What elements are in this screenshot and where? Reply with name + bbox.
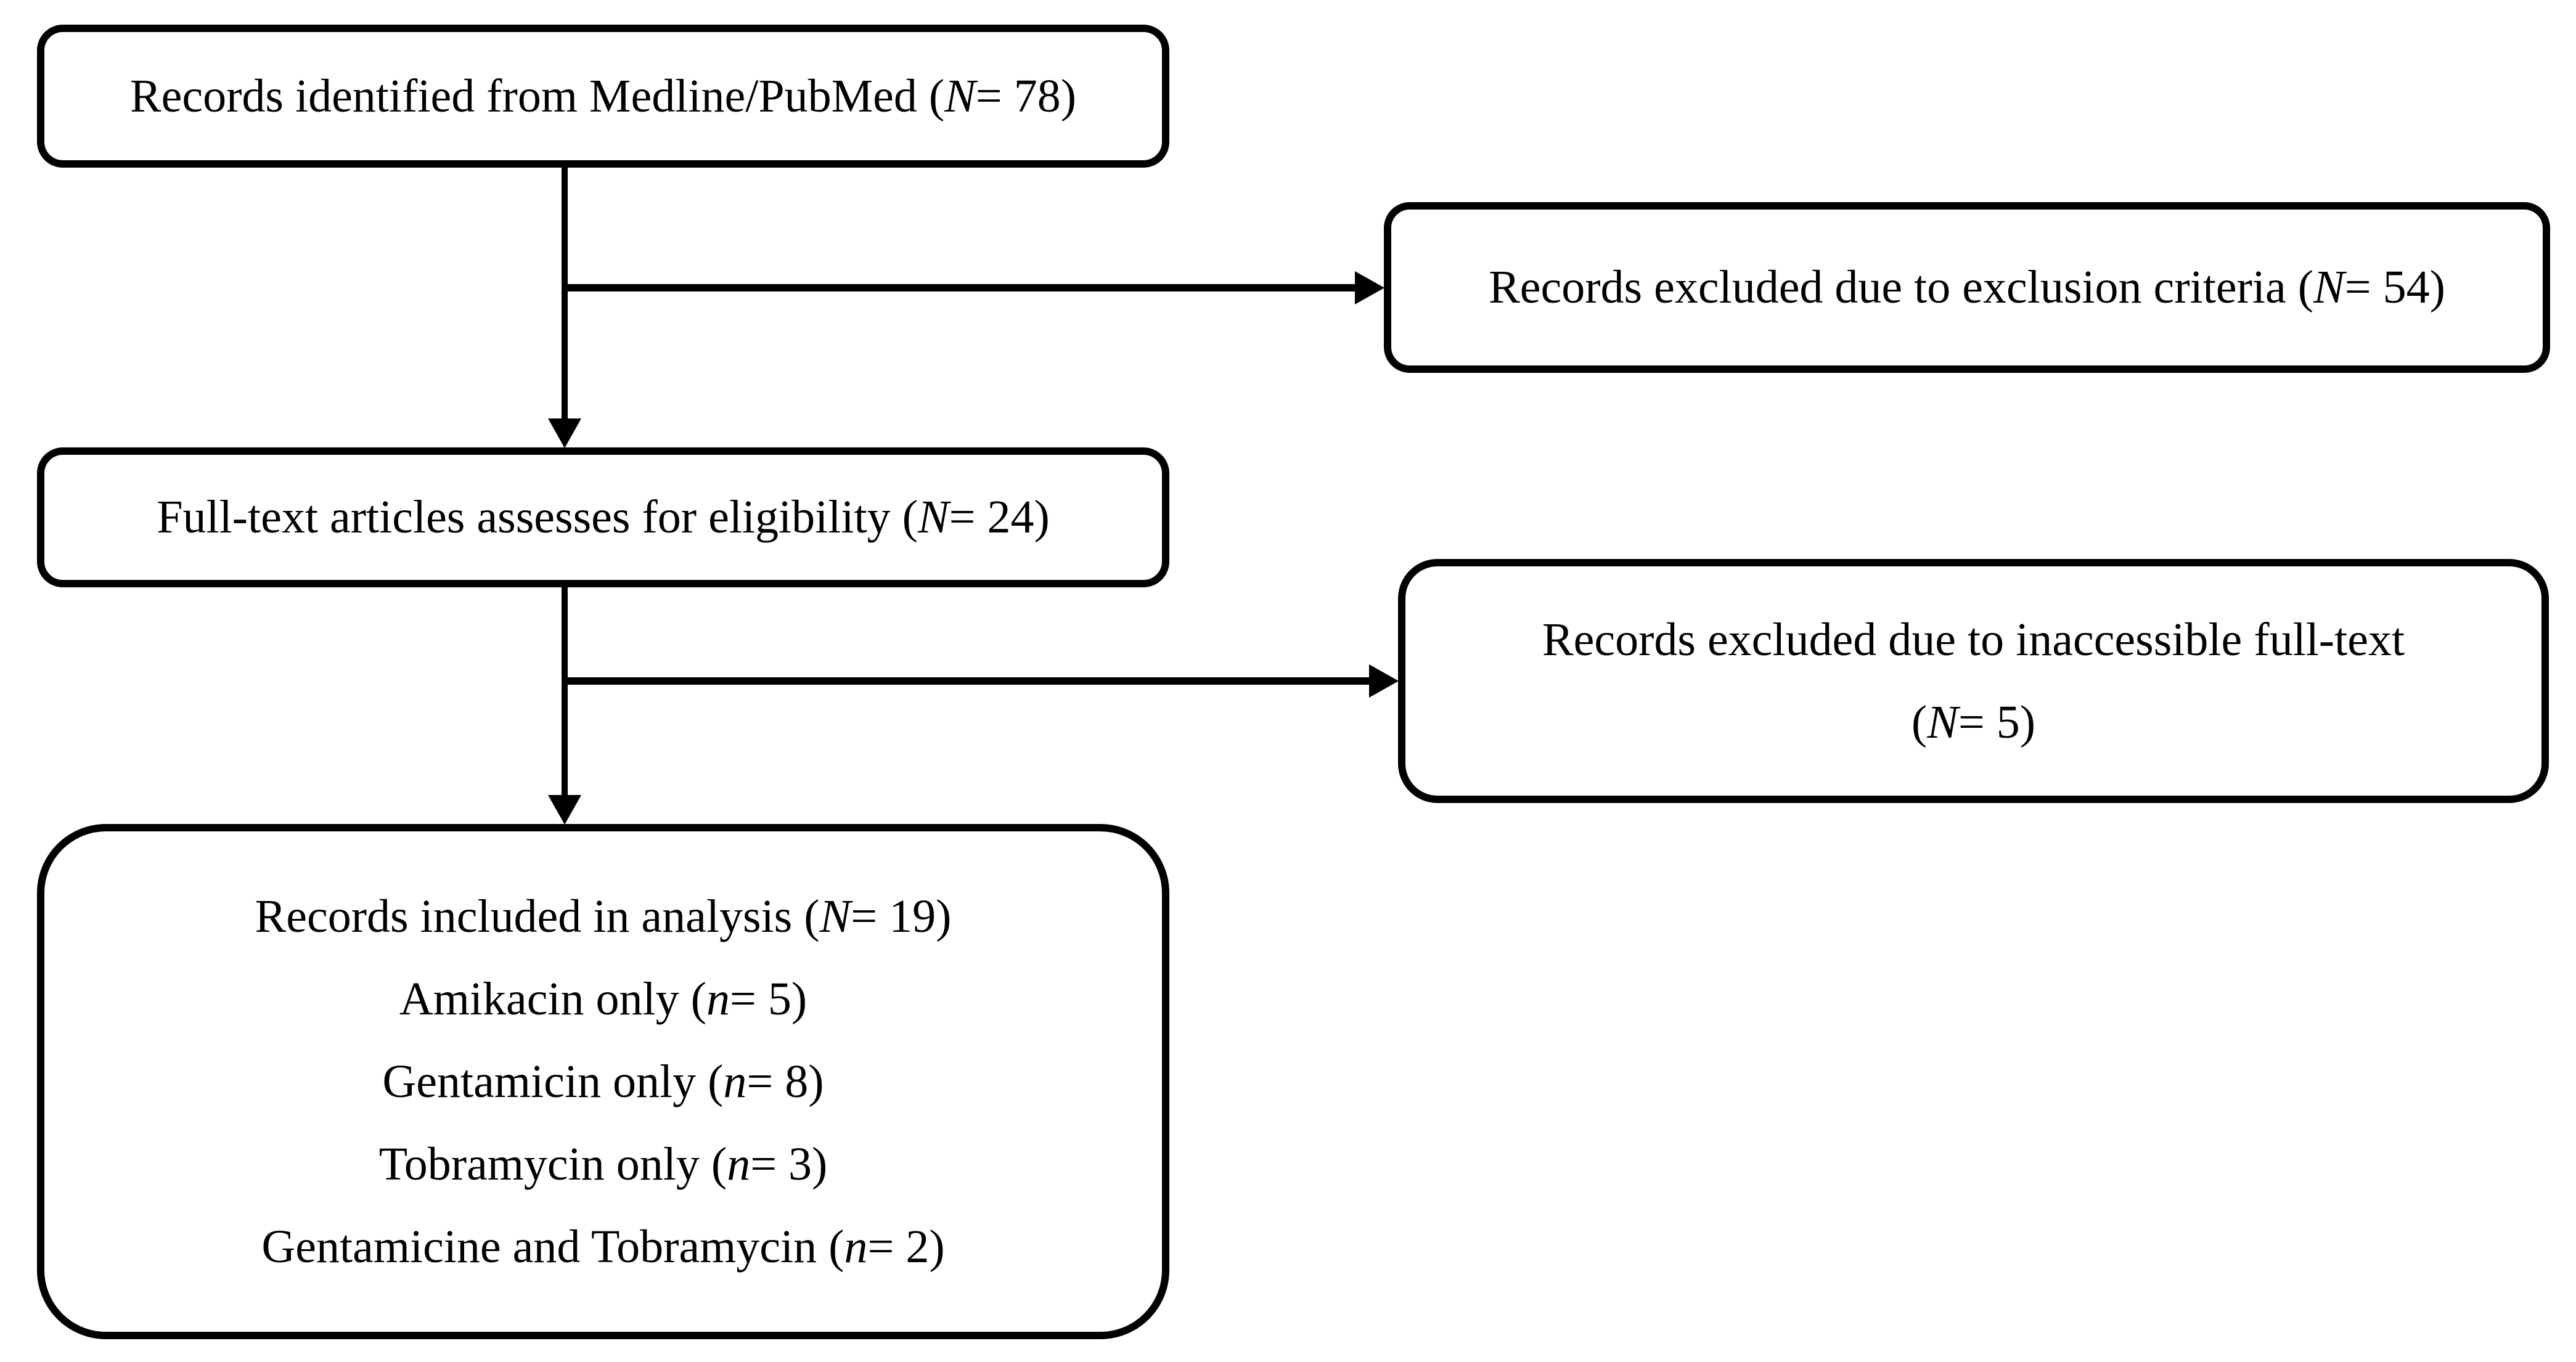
included-line-gentamicin-tobramycin: Gentamicine and Tobramycin (n = 2): [261, 1205, 944, 1288]
box-records-included-analysis: Records included in analysis (N = 19) Am…: [37, 824, 1169, 1339]
box-records-excluded-fulltext: Records excluded due to inaccessible ful…: [1398, 559, 2549, 803]
arrowhead-right-icon: [1355, 271, 1384, 304]
text-variable: n: [727, 1138, 751, 1190]
text-suffix: = 24): [949, 491, 1050, 543]
text-variable: N: [917, 491, 949, 543]
text-suffix: = 19): [851, 890, 952, 942]
text-variable: N: [944, 70, 976, 122]
connector-fulltext-to-included: [562, 587, 568, 797]
text-variable: N: [1927, 696, 1958, 748]
text-variable: n: [723, 1055, 747, 1107]
text-prefix: Records included in analysis (: [255, 890, 820, 942]
box-fulltext-assessed: Full-text articles assesses for eligibil…: [37, 447, 1169, 587]
text-suffix: = 8): [746, 1055, 824, 1107]
text-prefix: Gentamicine and Tobramycin (: [261, 1220, 844, 1273]
text-suffix: = 5): [1958, 696, 2036, 748]
box-records-excluded-criteria-text: Records excluded due to exclusion criter…: [1489, 247, 2445, 329]
text-prefix: Amikacin only (: [399, 973, 706, 1025]
text-suffix: = 54): [2344, 261, 2445, 313]
text-variable: N: [2313, 261, 2345, 313]
included-line-gentamicin: Gentamicin only (n = 8): [382, 1040, 824, 1123]
connector-identified-to-fulltext: [562, 168, 568, 420]
text-suffix: = 3): [750, 1138, 828, 1190]
arrowhead-right-icon: [1369, 664, 1399, 698]
box-records-excluded-fulltext-line2: (N = 5): [1912, 681, 2035, 764]
connector-branch-to-excluded-fulltext: [565, 677, 1371, 685]
arrowhead-down-icon: [548, 795, 581, 825]
text-prefix: Records identified from Medline/PubMed (: [129, 70, 945, 122]
text-variable: n: [706, 973, 730, 1025]
box-records-excluded-fulltext-line1: Records excluded due to inaccessible ful…: [1542, 598, 2405, 681]
connector-branch-to-excluded-criteria: [565, 284, 1356, 292]
text-line1: Records excluded due to inaccessible ful…: [1542, 613, 2405, 666]
text-suffix: = 78): [975, 70, 1077, 122]
text-prefix: Gentamicin only (: [382, 1055, 724, 1107]
box-records-identified: Records identified from Medline/PubMed (…: [37, 25, 1169, 168]
included-line-amikacin: Amikacin only (n = 5): [399, 958, 807, 1040]
text-suffix: = 5): [729, 973, 808, 1025]
text-prefix: Full-text articles assesses for eligibil…: [157, 491, 918, 543]
box-records-identified-text: Records identified from Medline/PubMed (…: [130, 55, 1076, 137]
text-prefix: Tobramycin only (: [378, 1138, 727, 1190]
text-suffix: = 2): [867, 1220, 945, 1273]
box-records-excluded-criteria: Records excluded due to exclusion criter…: [1384, 202, 2550, 373]
arrowhead-down-icon: [548, 418, 581, 448]
text-variable: N: [819, 890, 851, 942]
text-variable: n: [844, 1220, 868, 1273]
included-line-total: Records included in analysis (N = 19): [255, 875, 952, 958]
box-fulltext-assessed-text: Full-text articles assesses for eligibil…: [157, 476, 1050, 559]
text-prefix: (: [1911, 696, 1928, 748]
text-prefix: Records excluded due to exclusion criter…: [1489, 261, 2314, 313]
included-line-tobramycin: Tobramycin only (n = 3): [379, 1123, 828, 1205]
